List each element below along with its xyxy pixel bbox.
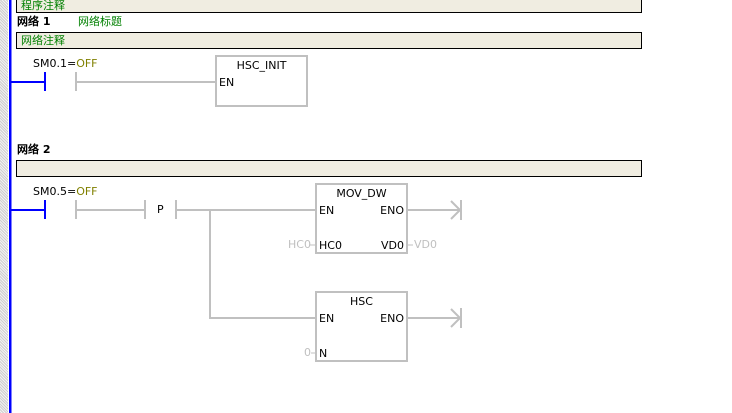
pin-en: EN bbox=[319, 312, 335, 325]
box-title: MOV_DW bbox=[336, 187, 387, 200]
program-comment-text: 程序注释 bbox=[21, 0, 65, 12]
network-2-comment[interactable] bbox=[16, 160, 642, 177]
pin-out: VD0 bbox=[381, 239, 404, 252]
contact-sm0-1[interactable]: SM0.1=OFF bbox=[33, 57, 98, 70]
hsc-n-operand[interactable]: 0 bbox=[304, 346, 311, 359]
contact-state: OFF bbox=[76, 57, 98, 70]
power-rail bbox=[9, 0, 12, 413]
network-comment-text: 网络注释 bbox=[21, 34, 65, 47]
pin-en: EN bbox=[319, 204, 335, 217]
contact-address: SM0.1 bbox=[33, 57, 67, 70]
mov-in-operand[interactable]: HC0 bbox=[288, 238, 311, 251]
pin-en: EN bbox=[219, 76, 235, 89]
network-1-label: 网络 1 bbox=[17, 15, 51, 28]
program-comment[interactable]: 程序注释 bbox=[16, 0, 642, 13]
positive-edge-label[interactable]: P bbox=[157, 203, 164, 216]
box-title: HSC bbox=[350, 295, 373, 308]
contact-sm0-5[interactable]: SM0.5=OFF bbox=[33, 185, 98, 198]
editor-gutter bbox=[0, 0, 8, 413]
contact-address: SM0.5 bbox=[33, 185, 67, 198]
branch-wire bbox=[209, 210, 316, 319]
pin-n: N bbox=[319, 347, 328, 360]
mov-dw-box[interactable]: MOV_DW EN ENO HC0 VD0 bbox=[315, 183, 408, 254]
network-1-comment[interactable]: 网络注释 bbox=[16, 32, 642, 49]
network-2-label: 网络 2 bbox=[17, 143, 51, 156]
network-1-title[interactable]: 网络标题 bbox=[78, 15, 122, 28]
hsc-box[interactable]: HSC EN ENO N bbox=[315, 291, 408, 362]
pin-in: HC0 bbox=[319, 239, 342, 252]
hsc-init-box[interactable]: HSC_INIT EN bbox=[215, 55, 308, 107]
mov-out-operand[interactable]: VD0 bbox=[414, 238, 437, 251]
contact-state: OFF bbox=[76, 185, 98, 198]
box-title: HSC_INIT bbox=[236, 59, 287, 72]
pin-eno: ENO bbox=[380, 312, 404, 325]
pin-eno: ENO bbox=[380, 204, 404, 217]
